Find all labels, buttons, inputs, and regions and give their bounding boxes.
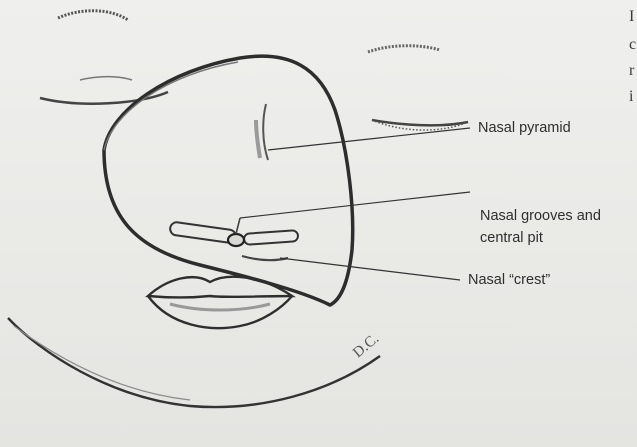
cropped-text-char-2: c <box>629 34 636 56</box>
pit-stem <box>236 218 240 234</box>
jaw-line <box>8 318 380 407</box>
left-eyebrow <box>58 11 128 20</box>
nasal-pyramid-outline <box>104 56 353 305</box>
cropped-text-char-4: i <box>629 86 633 108</box>
lip-shading <box>170 304 270 310</box>
lower-lip <box>148 296 292 328</box>
nasal-bridge-shadow <box>256 120 260 158</box>
nasal-bridge-line <box>263 104 268 160</box>
upper-lip <box>148 277 292 298</box>
label-nasal-grooves-line2: central pit <box>480 228 543 248</box>
nasal-pyramid-shading <box>104 62 238 150</box>
label-nasal-grooves-line1: Nasal grooves and <box>480 206 601 226</box>
label-nasal-pyramid: Nasal pyramid <box>478 118 571 138</box>
right-eyebrow <box>368 46 440 52</box>
label-nasal-crest: Nasal “crest” <box>468 270 550 290</box>
left-eye-lash <box>80 77 132 80</box>
leader-nasal-crest <box>280 258 460 280</box>
cropped-text-char-3: r <box>629 60 634 82</box>
cropped-text-char-1: I <box>629 6 634 28</box>
central-pit <box>228 234 244 246</box>
leader-nasal-pyramid <box>268 128 470 150</box>
right-nasal-groove <box>244 230 299 245</box>
leader-nasal-grooves <box>240 192 470 218</box>
left-nasal-groove <box>169 221 236 243</box>
jaw-shading <box>14 326 190 400</box>
